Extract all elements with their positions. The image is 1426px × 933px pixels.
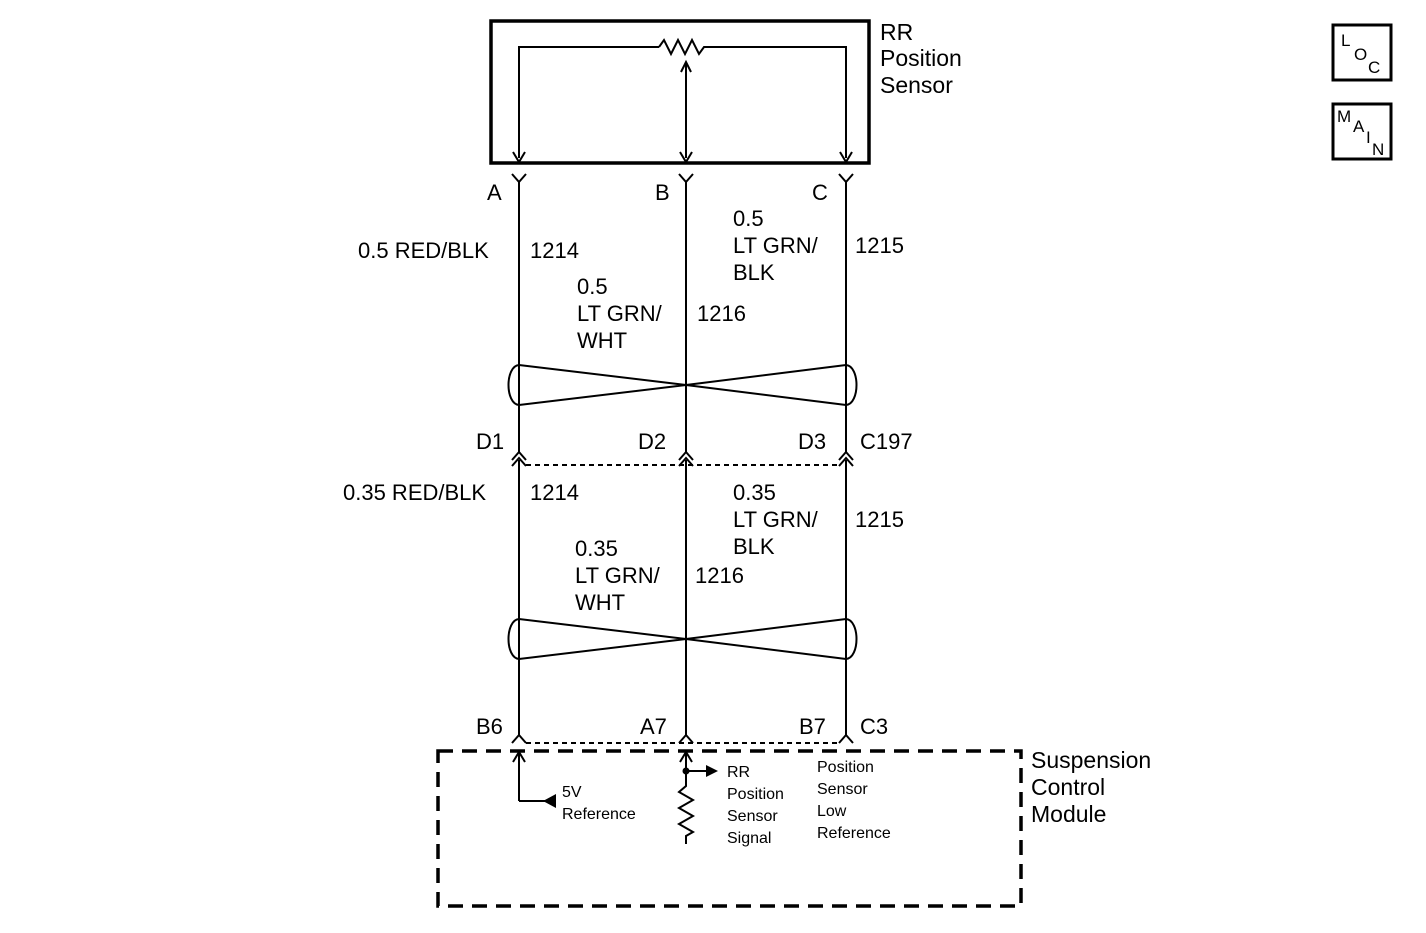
module-box [436, 749, 1023, 908]
low-reference-circuit: Position Sensor Low Reference [817, 759, 891, 842]
connector-c3-name: C3 [860, 714, 888, 739]
loc-button[interactable]: L O C [1331, 23, 1393, 82]
reference-label-line2: Reference [562, 806, 636, 823]
lower-wire-labels: 0.35 RED/BLK 1214 0.35 LT GRN/ WHT 1216 … [343, 480, 904, 615]
twisted-pair-upper [507, 363, 858, 407]
potentiometer-icon [658, 37, 711, 57]
wire-1216-lower-gauge: 0.35 [575, 536, 618, 561]
reference-arrow-icon [543, 794, 556, 808]
sensor-title-line3: Sensor [880, 72, 953, 98]
main-button[interactable]: M A I N [1331, 102, 1393, 161]
svg-text:A: A [1353, 117, 1365, 136]
pin-b-label: B [655, 180, 670, 205]
svg-text:I: I [1366, 128, 1371, 147]
signal-label-line1: RR [727, 764, 750, 781]
pin-a-label: A [487, 180, 502, 205]
wire-1216-lower-circuit: 1216 [695, 563, 744, 588]
module-title-line3: Module [1031, 801, 1106, 827]
wire-1216-upper-color2: WHT [577, 328, 627, 353]
wire-1214-lower-circuit: 1214 [530, 480, 579, 505]
wire-1216-upper-gauge: 0.5 [577, 274, 608, 299]
pin-a7-label: A7 [640, 714, 667, 739]
sensor-title-line2: Position [880, 45, 962, 71]
wire-1214-lower-color: 0.35 RED/BLK [343, 480, 486, 505]
pin-d2-label: D2 [638, 429, 666, 454]
signal-arrow-icon [706, 765, 718, 777]
wire-1216-upper-color1: LT GRN/ [577, 301, 663, 326]
pin-b6-label: B6 [476, 714, 503, 739]
svg-text:M: M [1337, 107, 1351, 126]
suspension-control-module: Suspension Control Module 5V Reference R… [436, 747, 1151, 908]
upper-wire-labels: 0.5 RED/BLK 1214 0.5 LT GRN/ WHT 1216 0.… [358, 206, 904, 353]
low-ref-label-line4: Reference [817, 825, 891, 842]
wire-1215-upper-color1: LT GRN/ [733, 233, 819, 258]
wire-1215-upper-gauge: 0.5 [733, 206, 764, 231]
wire-1215-lower-color1: LT GRN/ [733, 507, 819, 532]
pin-d3-label: D3 [798, 429, 826, 454]
wire-1215-lower-gauge: 0.35 [733, 480, 776, 505]
wire-1216-lower-color2: WHT [575, 590, 625, 615]
svg-text:C: C [1368, 58, 1380, 77]
low-ref-label-line2: Sensor [817, 781, 868, 798]
wire-1215-upper-color2: BLK [733, 260, 775, 285]
reference-label-line1: 5V [562, 784, 582, 801]
sensor-title-line1: RR [880, 19, 913, 45]
wire-1215-upper-circuit: 1215 [855, 233, 904, 258]
pin-c-label: C [812, 180, 828, 205]
wire-1214-upper-circuit: 1214 [530, 238, 579, 263]
signal-circuit: RR Position Sensor Signal [676, 750, 784, 847]
pullup-resistor-icon [676, 782, 696, 844]
module-connector: B6 A7 B7 C3 [476, 714, 888, 744]
wire-1216-lower-color1: LT GRN/ [575, 563, 661, 588]
wire-1216-upper-circuit: 1216 [697, 301, 746, 326]
signal-label-line2: Position [727, 786, 784, 803]
signal-label-line3: Sensor [727, 808, 778, 825]
sensor-box [489, 19, 871, 165]
connector-c197: D1 D2 D3 C197 [476, 429, 913, 467]
pin-b7-label: B7 [799, 714, 826, 739]
wires [518, 182, 847, 735]
svg-text:L: L [1341, 31, 1350, 50]
wire-1214-upper-color: 0.5 RED/BLK [358, 238, 489, 263]
wire-1215-lower-circuit: 1215 [855, 507, 904, 532]
svg-text:N: N [1372, 140, 1384, 159]
rr-position-sensor: RR Position Sensor [489, 19, 962, 165]
sensor-internal-wiring [518, 46, 847, 158]
sensor-connector: A B C [487, 173, 854, 205]
signal-label-line4: Signal [727, 830, 771, 847]
connector-c197-name: C197 [860, 429, 913, 454]
low-ref-label-line1: Position [817, 759, 874, 776]
low-ref-label-line3: Low [817, 803, 847, 820]
svg-text:O: O [1354, 45, 1367, 64]
module-title-line1: Suspension [1031, 747, 1151, 773]
module-title-line2: Control [1031, 774, 1105, 800]
wire-1215-lower-color2: BLK [733, 534, 775, 559]
twisted-pair-lower [507, 617, 858, 661]
pin-d1-label: D1 [476, 429, 504, 454]
reference-circuit: 5V Reference [512, 750, 636, 823]
